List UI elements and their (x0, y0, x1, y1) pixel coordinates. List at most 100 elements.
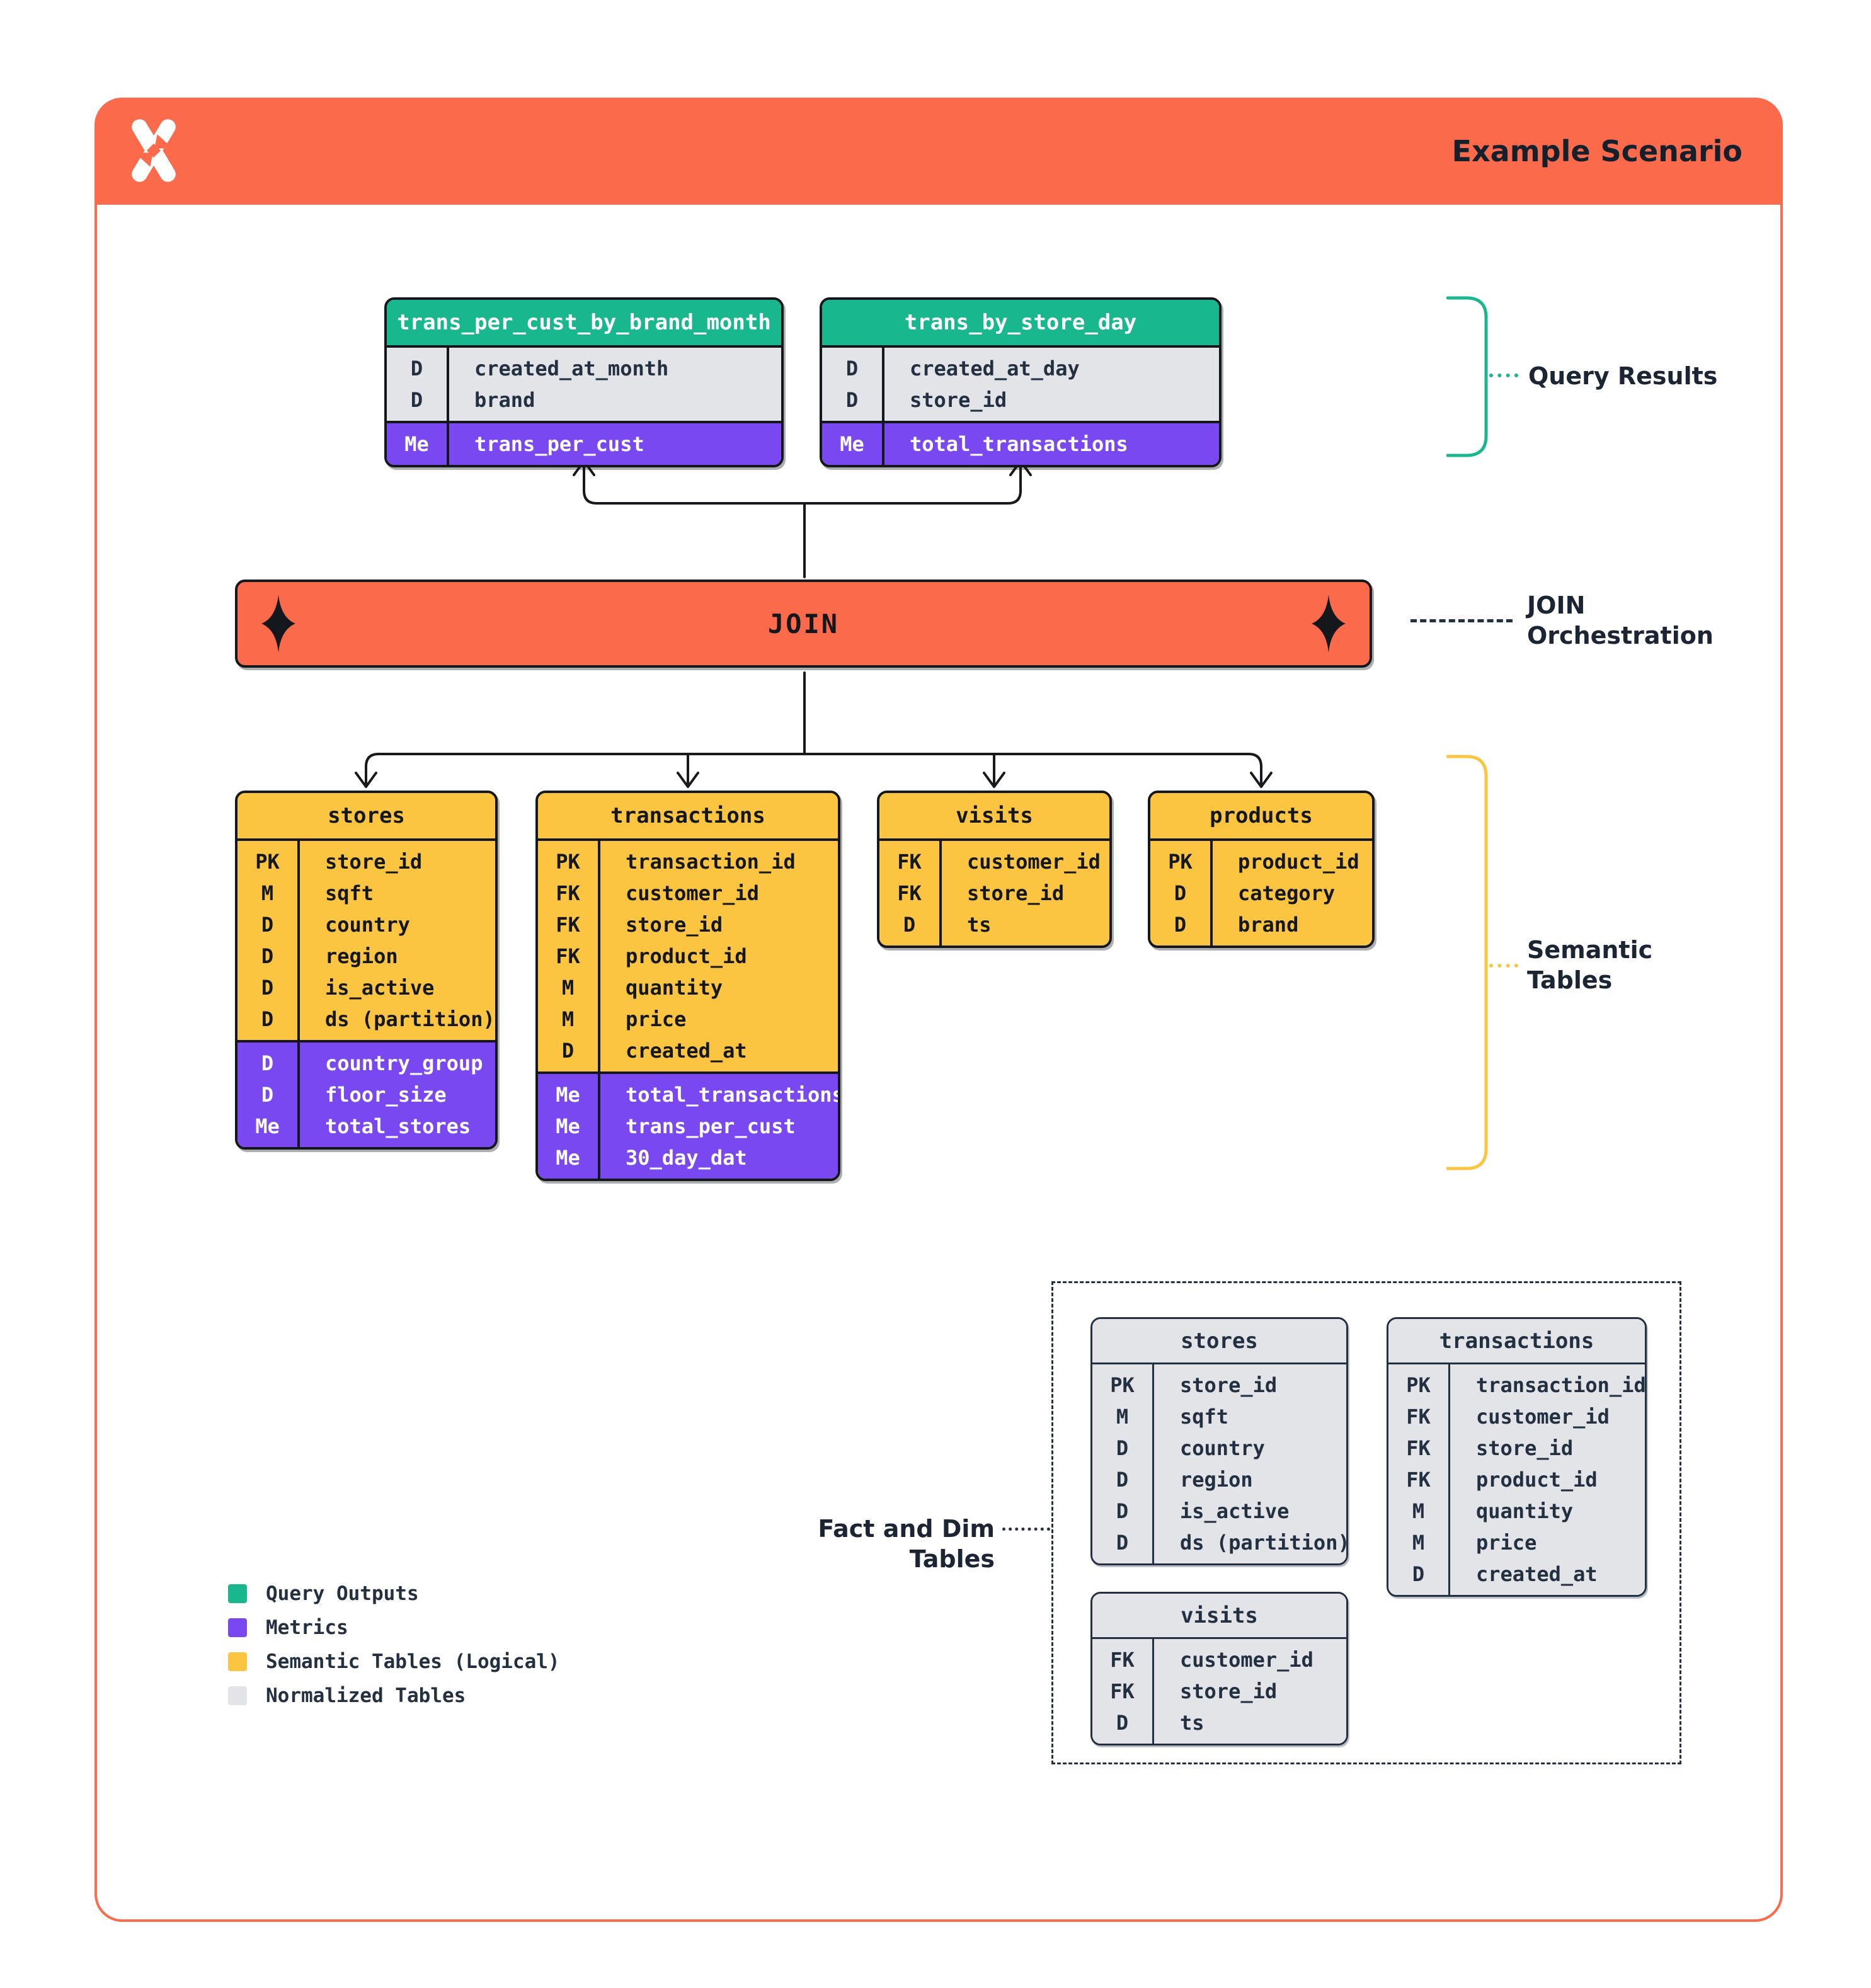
table-title: stores (1092, 1319, 1346, 1364)
row-key: PK (556, 850, 580, 874)
row-name: country (1180, 1436, 1265, 1460)
row-name: trans_per_cust (474, 432, 644, 456)
fact-dim-connector (1002, 1528, 1050, 1531)
row-name: quantity (1476, 1499, 1574, 1523)
fact-dim-label: Fact and Dim Tables (818, 1515, 995, 1573)
row-key: PK (1110, 1373, 1135, 1397)
row-key: M (561, 976, 575, 1000)
row-name: created_at (626, 1039, 747, 1063)
legend-item: Metrics (228, 1616, 560, 1639)
legend-swatch (228, 1686, 247, 1705)
row-name: customer_id (626, 881, 759, 905)
row-key: M (1412, 1499, 1425, 1523)
row-key: D (1174, 913, 1187, 937)
table-title: trans_by_store_day (822, 300, 1219, 348)
sparkle-diamond-icon (1312, 595, 1346, 653)
row-key: M (561, 1007, 575, 1031)
row-key: Me (556, 1114, 580, 1138)
table-title: products (1150, 793, 1372, 841)
row-key: D (1116, 1468, 1129, 1492)
row-key: Me (255, 1114, 280, 1138)
row-name: customer_id (1180, 1648, 1313, 1672)
row-key: D (845, 388, 859, 412)
row-key: M (1116, 1405, 1129, 1429)
row-key: Me (556, 1083, 580, 1107)
row-name: store_id (1476, 1436, 1574, 1460)
semantic-tables-connector (1489, 964, 1518, 968)
row-name: country (325, 913, 410, 937)
row-name: store_id (626, 913, 723, 937)
table-title: visits (1092, 1594, 1346, 1639)
legend-item: Query Outputs (228, 1582, 560, 1605)
row-name: category (1238, 881, 1336, 905)
row-key: FK (556, 913, 580, 937)
row-name: ts (967, 913, 992, 937)
row-key: D (261, 913, 274, 937)
row-name: store_id (910, 388, 1007, 412)
row-name: total_stores (325, 1114, 471, 1138)
row-key: FK (897, 850, 922, 874)
legend-swatch (228, 1584, 247, 1603)
row-name: price (1476, 1531, 1537, 1555)
semantic-tables-bracket (1446, 755, 1488, 1170)
row-key: D (1116, 1499, 1129, 1523)
row-key: FK (897, 881, 922, 905)
row-name: is_active (325, 976, 435, 1000)
legend-swatch (228, 1618, 247, 1637)
table-row: Me total_stores (237, 1111, 495, 1142)
row-key: D (261, 1051, 274, 1075)
row-key: Me (556, 1146, 580, 1170)
row-key: D (261, 944, 274, 968)
row-name: region (325, 944, 398, 968)
table-row: PK transaction_id (538, 846, 838, 877)
legend-label: Metrics (266, 1616, 348, 1639)
sparkle-diamond-icon (261, 595, 295, 653)
fact-dim-container (1051, 1281, 1681, 1764)
row-name: trans_per_cust (626, 1114, 796, 1138)
legend-item: Normalized Tables (228, 1684, 560, 1707)
table-metric-rows: Me trans_per_cust (387, 421, 781, 465)
row-name: country_group (325, 1051, 483, 1075)
row-key: D (261, 1007, 274, 1031)
row-name: is_active (1180, 1499, 1290, 1523)
legend-label: Normalized Tables (266, 1684, 466, 1707)
row-key: M (261, 881, 274, 905)
join-label: JOIN (767, 608, 840, 639)
row-name: floor_size (325, 1083, 447, 1107)
table-row: Me trans_per_cust (387, 428, 781, 460)
query-results-bracket (1446, 296, 1488, 457)
table-title: trans_per_cust_by_brand_month (387, 300, 781, 348)
row-key: D (410, 388, 423, 412)
row-name: transaction_id (626, 850, 796, 874)
row-name: brand (474, 388, 535, 412)
row-key: Me (404, 432, 429, 456)
row-key: Me (840, 432, 864, 456)
row-key: D (1116, 1531, 1129, 1555)
row-name: sqft (325, 881, 374, 905)
row-key: FK (556, 881, 580, 905)
row-key: D (1174, 881, 1187, 905)
